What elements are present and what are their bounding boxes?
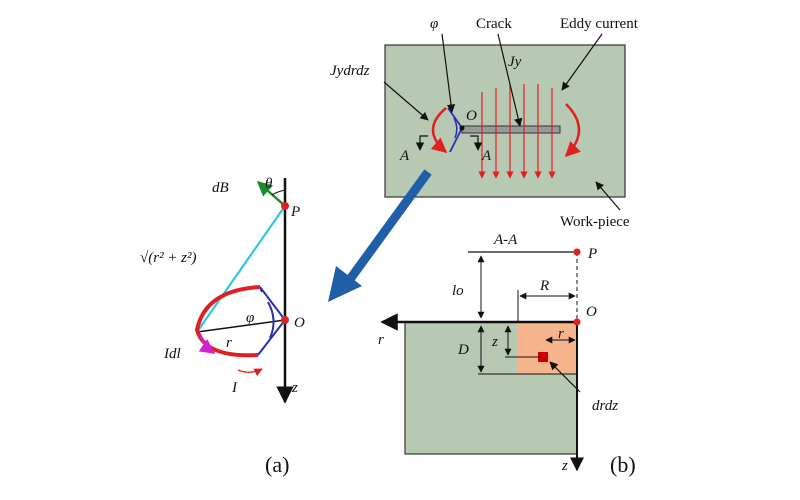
phi-arc-a bbox=[267, 301, 275, 339]
element-drdz bbox=[538, 352, 548, 362]
idl-arrow bbox=[198, 333, 216, 355]
current-arrow bbox=[237, 368, 263, 377]
eddy-loop-left bbox=[430, 107, 448, 153]
label-phi-b: φ bbox=[430, 16, 438, 32]
theta-arc bbox=[271, 189, 286, 196]
label-o-c: O bbox=[586, 304, 597, 320]
label-drdz: drdz bbox=[592, 398, 618, 414]
label-r-small: r bbox=[558, 326, 564, 342]
point-p-a bbox=[281, 202, 289, 210]
phi-arc-b bbox=[453, 117, 458, 139]
label-i: I bbox=[231, 380, 238, 396]
label-a-left: A bbox=[399, 148, 410, 164]
label-workpiece: Work-piece bbox=[560, 214, 630, 230]
label-crack: Crack bbox=[476, 16, 512, 32]
pointer-drdz bbox=[549, 361, 581, 393]
pointer-crack bbox=[497, 33, 523, 127]
label-z-axis-b: z bbox=[561, 458, 568, 474]
pointer-workpiece bbox=[595, 181, 621, 211]
panel-a: dB⃗ θ P √(r² + z²) φ O r Idl⃗ I z (a) bbox=[140, 176, 305, 477]
section-mark-right bbox=[470, 135, 483, 151]
label-theta: θ bbox=[265, 176, 273, 192]
big-arrow-shaft bbox=[344, 169, 432, 285]
label-d: D bbox=[457, 342, 469, 358]
radius-line bbox=[196, 319, 286, 333]
label-aa: A-A bbox=[493, 232, 518, 248]
eddy-loop-right bbox=[564, 103, 581, 158]
db-arrow bbox=[256, 181, 286, 207]
label-p-a: P bbox=[290, 204, 300, 220]
label-p-b: P bbox=[587, 246, 597, 262]
section-mark-left bbox=[415, 135, 428, 151]
label-sqrt: √(r² + z²) bbox=[140, 250, 197, 266]
label-o-a: O bbox=[294, 315, 305, 331]
label-a-right: A bbox=[481, 148, 492, 164]
label-lo: lo bbox=[452, 283, 464, 299]
label-jy: Jy bbox=[508, 54, 522, 70]
label-jydrdz: Jydrdz bbox=[330, 63, 370, 79]
label-phi-a: φ bbox=[246, 310, 254, 326]
label-o-b: O bbox=[466, 108, 477, 124]
eddy-arrows bbox=[478, 84, 556, 179]
pointer-jydrdz bbox=[383, 81, 429, 121]
current-loop bbox=[194, 285, 261, 358]
label-z-small: z bbox=[491, 334, 498, 350]
pointer-phi bbox=[441, 33, 456, 113]
big-arrow-head bbox=[328, 266, 362, 302]
distance-line bbox=[196, 205, 286, 333]
panel-b-top: φ Jydrdz Crack Eddy current Jy O A A Wor… bbox=[330, 16, 639, 230]
point-o-c bbox=[573, 318, 581, 326]
label-r-a: r bbox=[226, 335, 232, 351]
pointer-eddy bbox=[561, 33, 603, 91]
panel-label-b: (b) bbox=[610, 452, 636, 477]
label-r-big: R bbox=[539, 278, 549, 294]
big-arrow bbox=[328, 169, 432, 302]
crack bbox=[461, 125, 561, 134]
point-o-b bbox=[459, 125, 465, 131]
label-eddy: Eddy current bbox=[560, 16, 639, 32]
label-db: dB⃗ bbox=[212, 180, 240, 196]
point-p-b bbox=[573, 248, 581, 256]
panel-b-bottom: A-A P lo R O r z D r drdz z (b) bbox=[378, 232, 636, 477]
panel-label-a: (a) bbox=[265, 452, 289, 477]
point-o-a bbox=[281, 316, 289, 324]
label-idl: Idl⃗ bbox=[163, 346, 192, 362]
eddy-region bbox=[518, 322, 577, 374]
label-r-axis: r bbox=[378, 332, 384, 348]
label-z-a: z bbox=[291, 380, 298, 396]
